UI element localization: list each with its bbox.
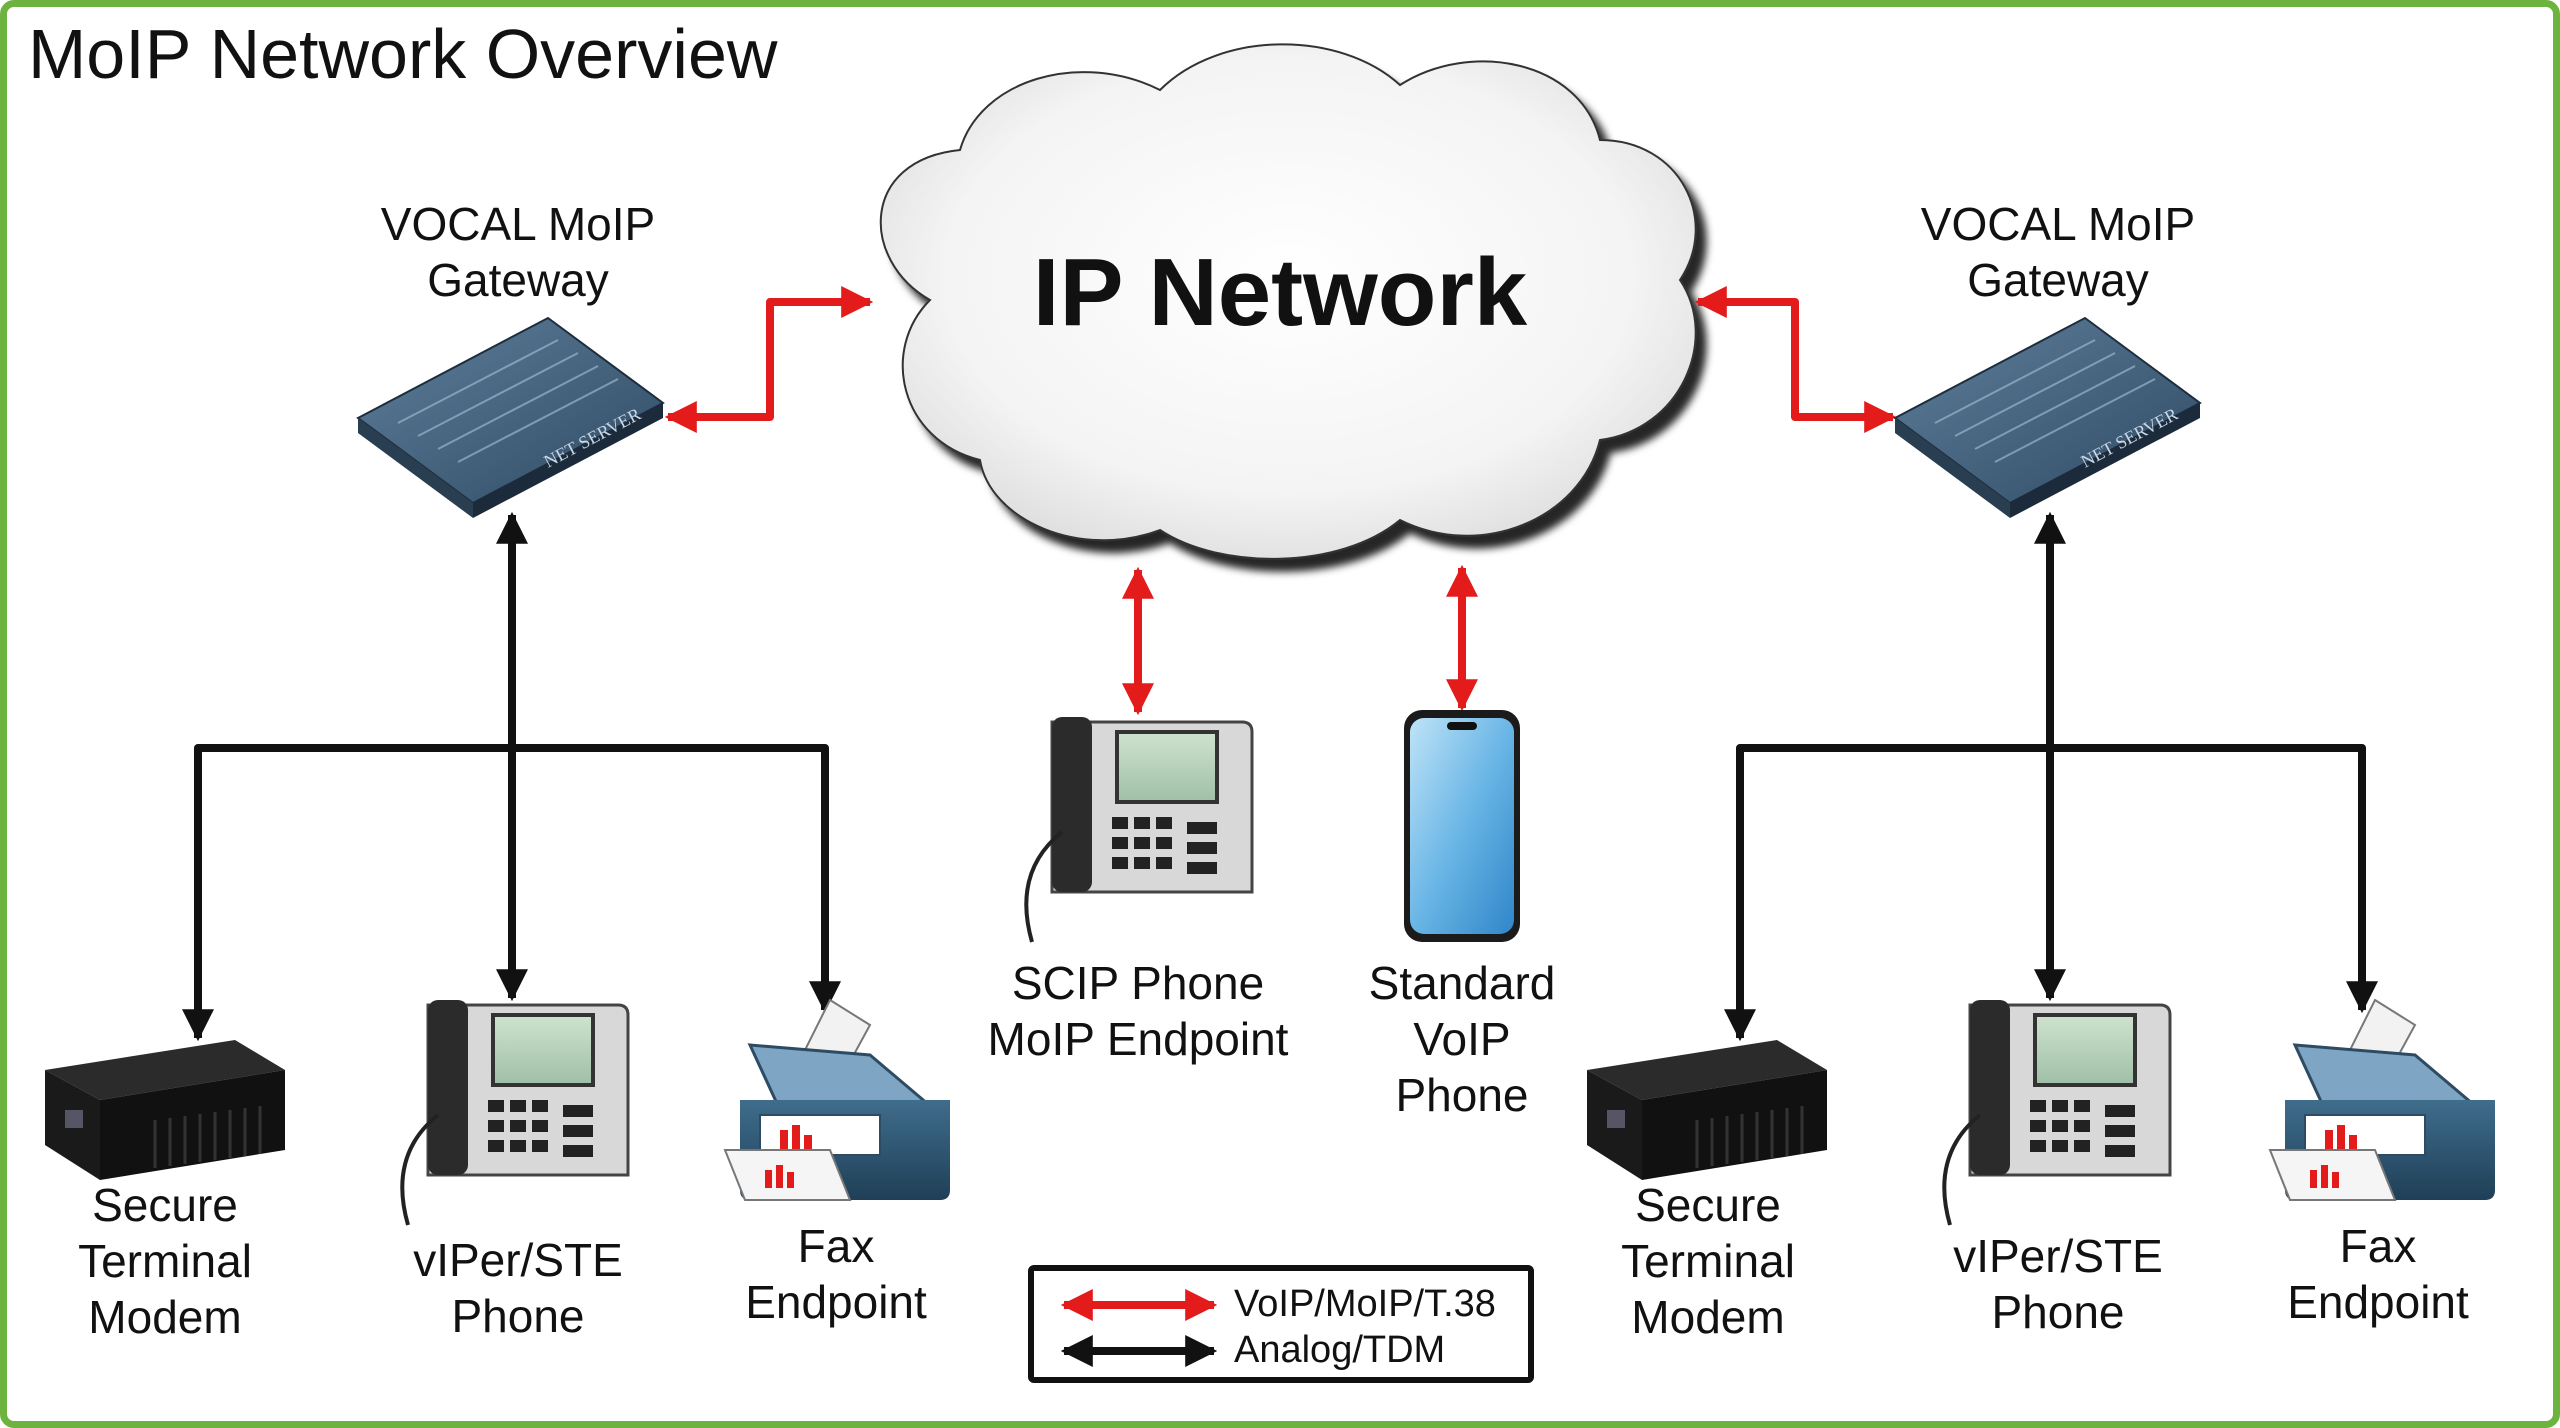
ip-links <box>664 286 1897 716</box>
ip-network-label: IP Network <box>1032 239 1528 346</box>
link-right-gateway-cloud <box>1694 286 1897 433</box>
ip-network-cloud <box>879 43 1697 560</box>
right-modem-device <box>1587 1040 1827 1180</box>
left-fax-device <box>723 998 950 1201</box>
left-gateway-device: NET SERVER <box>356 316 665 518</box>
legend-box: VoIP/MoIP/T.38 Analog/TDM <box>1028 1265 1534 1383</box>
legend-label-analog: Analog/TDM <box>1234 1329 1446 1371</box>
diagram-title: MoIP Network Overview <box>28 15 778 93</box>
legend-label-voip: VoIP/MoIP/T.38 <box>1234 1283 1496 1325</box>
left-modem-device <box>45 1040 285 1180</box>
legend-swatches <box>1060 1289 1218 1367</box>
analog-links-left <box>182 511 841 1042</box>
right-viper-phone-device <box>1942 1000 2172 1226</box>
standard-voip-phone-device <box>1404 710 1520 942</box>
analog-links-right <box>1724 511 2378 1042</box>
right-gateway-device: NET SERVER <box>1893 316 2202 518</box>
scip-phone-device <box>1024 717 1254 943</box>
left-viper-phone-device <box>400 1000 630 1226</box>
link-left-gateway-cloud <box>664 286 874 433</box>
right-fax-device <box>2268 998 2495 1201</box>
